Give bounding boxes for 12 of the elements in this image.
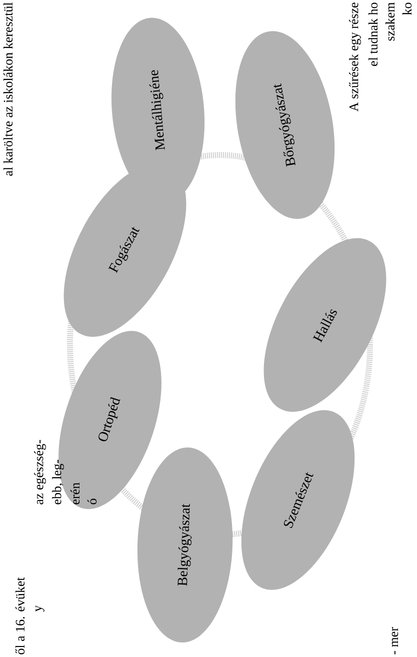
- text-fragment: ko: [402, 2, 412, 15]
- text-fragment: az egészség-: [34, 440, 46, 504]
- node-label: Mentálhigiéne: [149, 70, 165, 150]
- text-fragment: A szűrések egy része: [349, 2, 361, 112]
- text-fragment: erén: [70, 482, 80, 504]
- text-fragment: ó: [87, 498, 97, 504]
- text-fragment: al karöltve az iskolákon keresztül: [3, 2, 13, 176]
- text-fragment: szakem: [385, 2, 395, 41]
- text-fragment: y: [36, 605, 44, 612]
- text-fragment: - mer: [392, 627, 398, 654]
- text-fragment: el tudnak ho: [368, 2, 378, 66]
- text-fragment: ől a 16. évüket: [15, 577, 25, 654]
